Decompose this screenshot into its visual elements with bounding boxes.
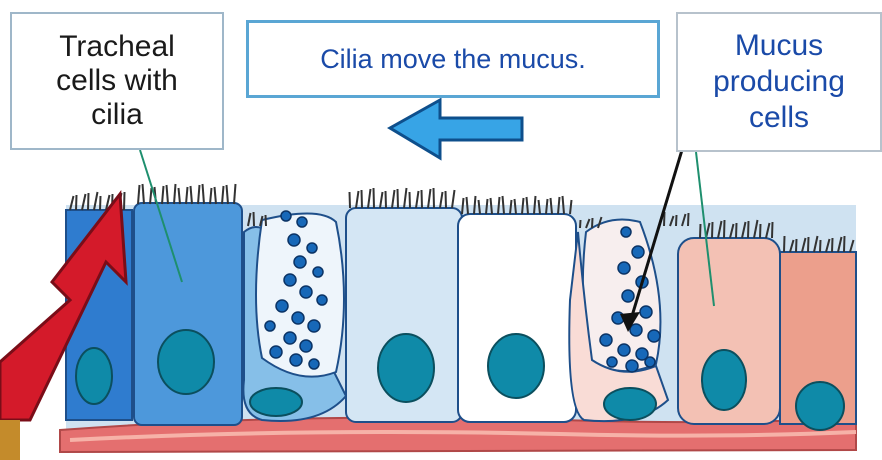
cilium (446, 191, 447, 208)
cilium (191, 186, 193, 204)
mucus-droplet (276, 300, 288, 312)
mucus-droplet (288, 234, 300, 246)
image-corner-fragment (0, 420, 20, 460)
cilium (724, 220, 725, 238)
cilium (76, 195, 77, 210)
cilium (215, 187, 217, 204)
mucus-droplet (626, 360, 638, 372)
mucus-droplet (270, 346, 282, 358)
cilium (434, 188, 435, 208)
cilium (580, 220, 581, 228)
cilium (150, 188, 152, 204)
cilium (676, 215, 677, 226)
mucus-droplet (607, 357, 617, 367)
nucleus (796, 382, 844, 430)
left-arrow-icon (390, 100, 522, 158)
cilium (820, 240, 821, 252)
nucleus (250, 388, 302, 416)
cilium (832, 238, 833, 252)
cilium (700, 224, 701, 238)
mucus-droplet (618, 262, 630, 274)
cilium (179, 188, 181, 204)
mucus-droplet (309, 359, 319, 369)
nucleus (488, 334, 544, 398)
cilium (167, 185, 169, 204)
cilia-movement-label: Cilia move the mucus. (246, 20, 660, 98)
cilium (410, 192, 411, 208)
cilium (266, 215, 267, 226)
cilium (350, 192, 351, 208)
mucus-cells-label: Mucus producing cells (676, 12, 882, 152)
mucus-droplet (618, 344, 630, 356)
cilium (844, 236, 845, 252)
cilium (796, 239, 797, 252)
mucus-droplet (281, 211, 291, 221)
cilium (138, 185, 140, 204)
cilium (422, 190, 423, 208)
cilium (174, 184, 176, 204)
cilium (386, 191, 387, 208)
cilium (100, 196, 101, 210)
cilium (124, 192, 125, 210)
nucleus (604, 388, 656, 420)
mucus-droplet (308, 320, 320, 332)
tracheal-cells-label: Tracheal cells with cilia (10, 12, 224, 150)
mucus-droplet (300, 286, 312, 298)
cilium (398, 189, 399, 208)
cilium (222, 186, 224, 204)
mucus-droplet (600, 334, 612, 346)
mucus-droplet (284, 274, 296, 286)
mucus-droplet (300, 340, 312, 352)
cilium (592, 218, 593, 228)
cilium (162, 186, 164, 204)
mucus-droplet (313, 267, 323, 277)
mucus-droplet (290, 354, 302, 366)
mucus-droplet (622, 290, 634, 302)
mucus-droplet (294, 256, 306, 268)
cilium (760, 224, 761, 238)
mucus-droplet (265, 321, 275, 331)
mucus-droplet (307, 243, 317, 253)
mucus-droplet (292, 312, 304, 324)
cilium (143, 184, 145, 204)
mucus-droplet (317, 295, 327, 305)
cilium (210, 188, 212, 204)
cilium (736, 223, 737, 238)
cilium (203, 184, 205, 204)
nucleus (158, 330, 214, 394)
cilium (772, 222, 773, 238)
mucus-droplet (284, 332, 296, 344)
cilium (712, 222, 713, 238)
cilium (88, 193, 89, 210)
cilium (374, 188, 375, 208)
cilium (254, 212, 255, 226)
mucus-droplet (621, 227, 631, 237)
mucus-droplet (645, 357, 655, 367)
mucus-droplet (297, 217, 307, 227)
nucleus (76, 348, 112, 404)
mucus-droplet (630, 324, 642, 336)
cilium (198, 185, 200, 204)
cilium (186, 187, 188, 204)
cilium (784, 236, 785, 252)
mucus-droplet (640, 306, 652, 318)
mucus-droplet (648, 330, 660, 342)
cilium (688, 213, 689, 226)
cilium (808, 237, 809, 252)
nucleus (702, 350, 746, 410)
nucleus (378, 334, 434, 402)
cilium (362, 190, 363, 208)
cilium (748, 221, 749, 238)
mucus-droplet (632, 246, 644, 258)
cilium (234, 184, 236, 204)
cilium (227, 185, 229, 204)
